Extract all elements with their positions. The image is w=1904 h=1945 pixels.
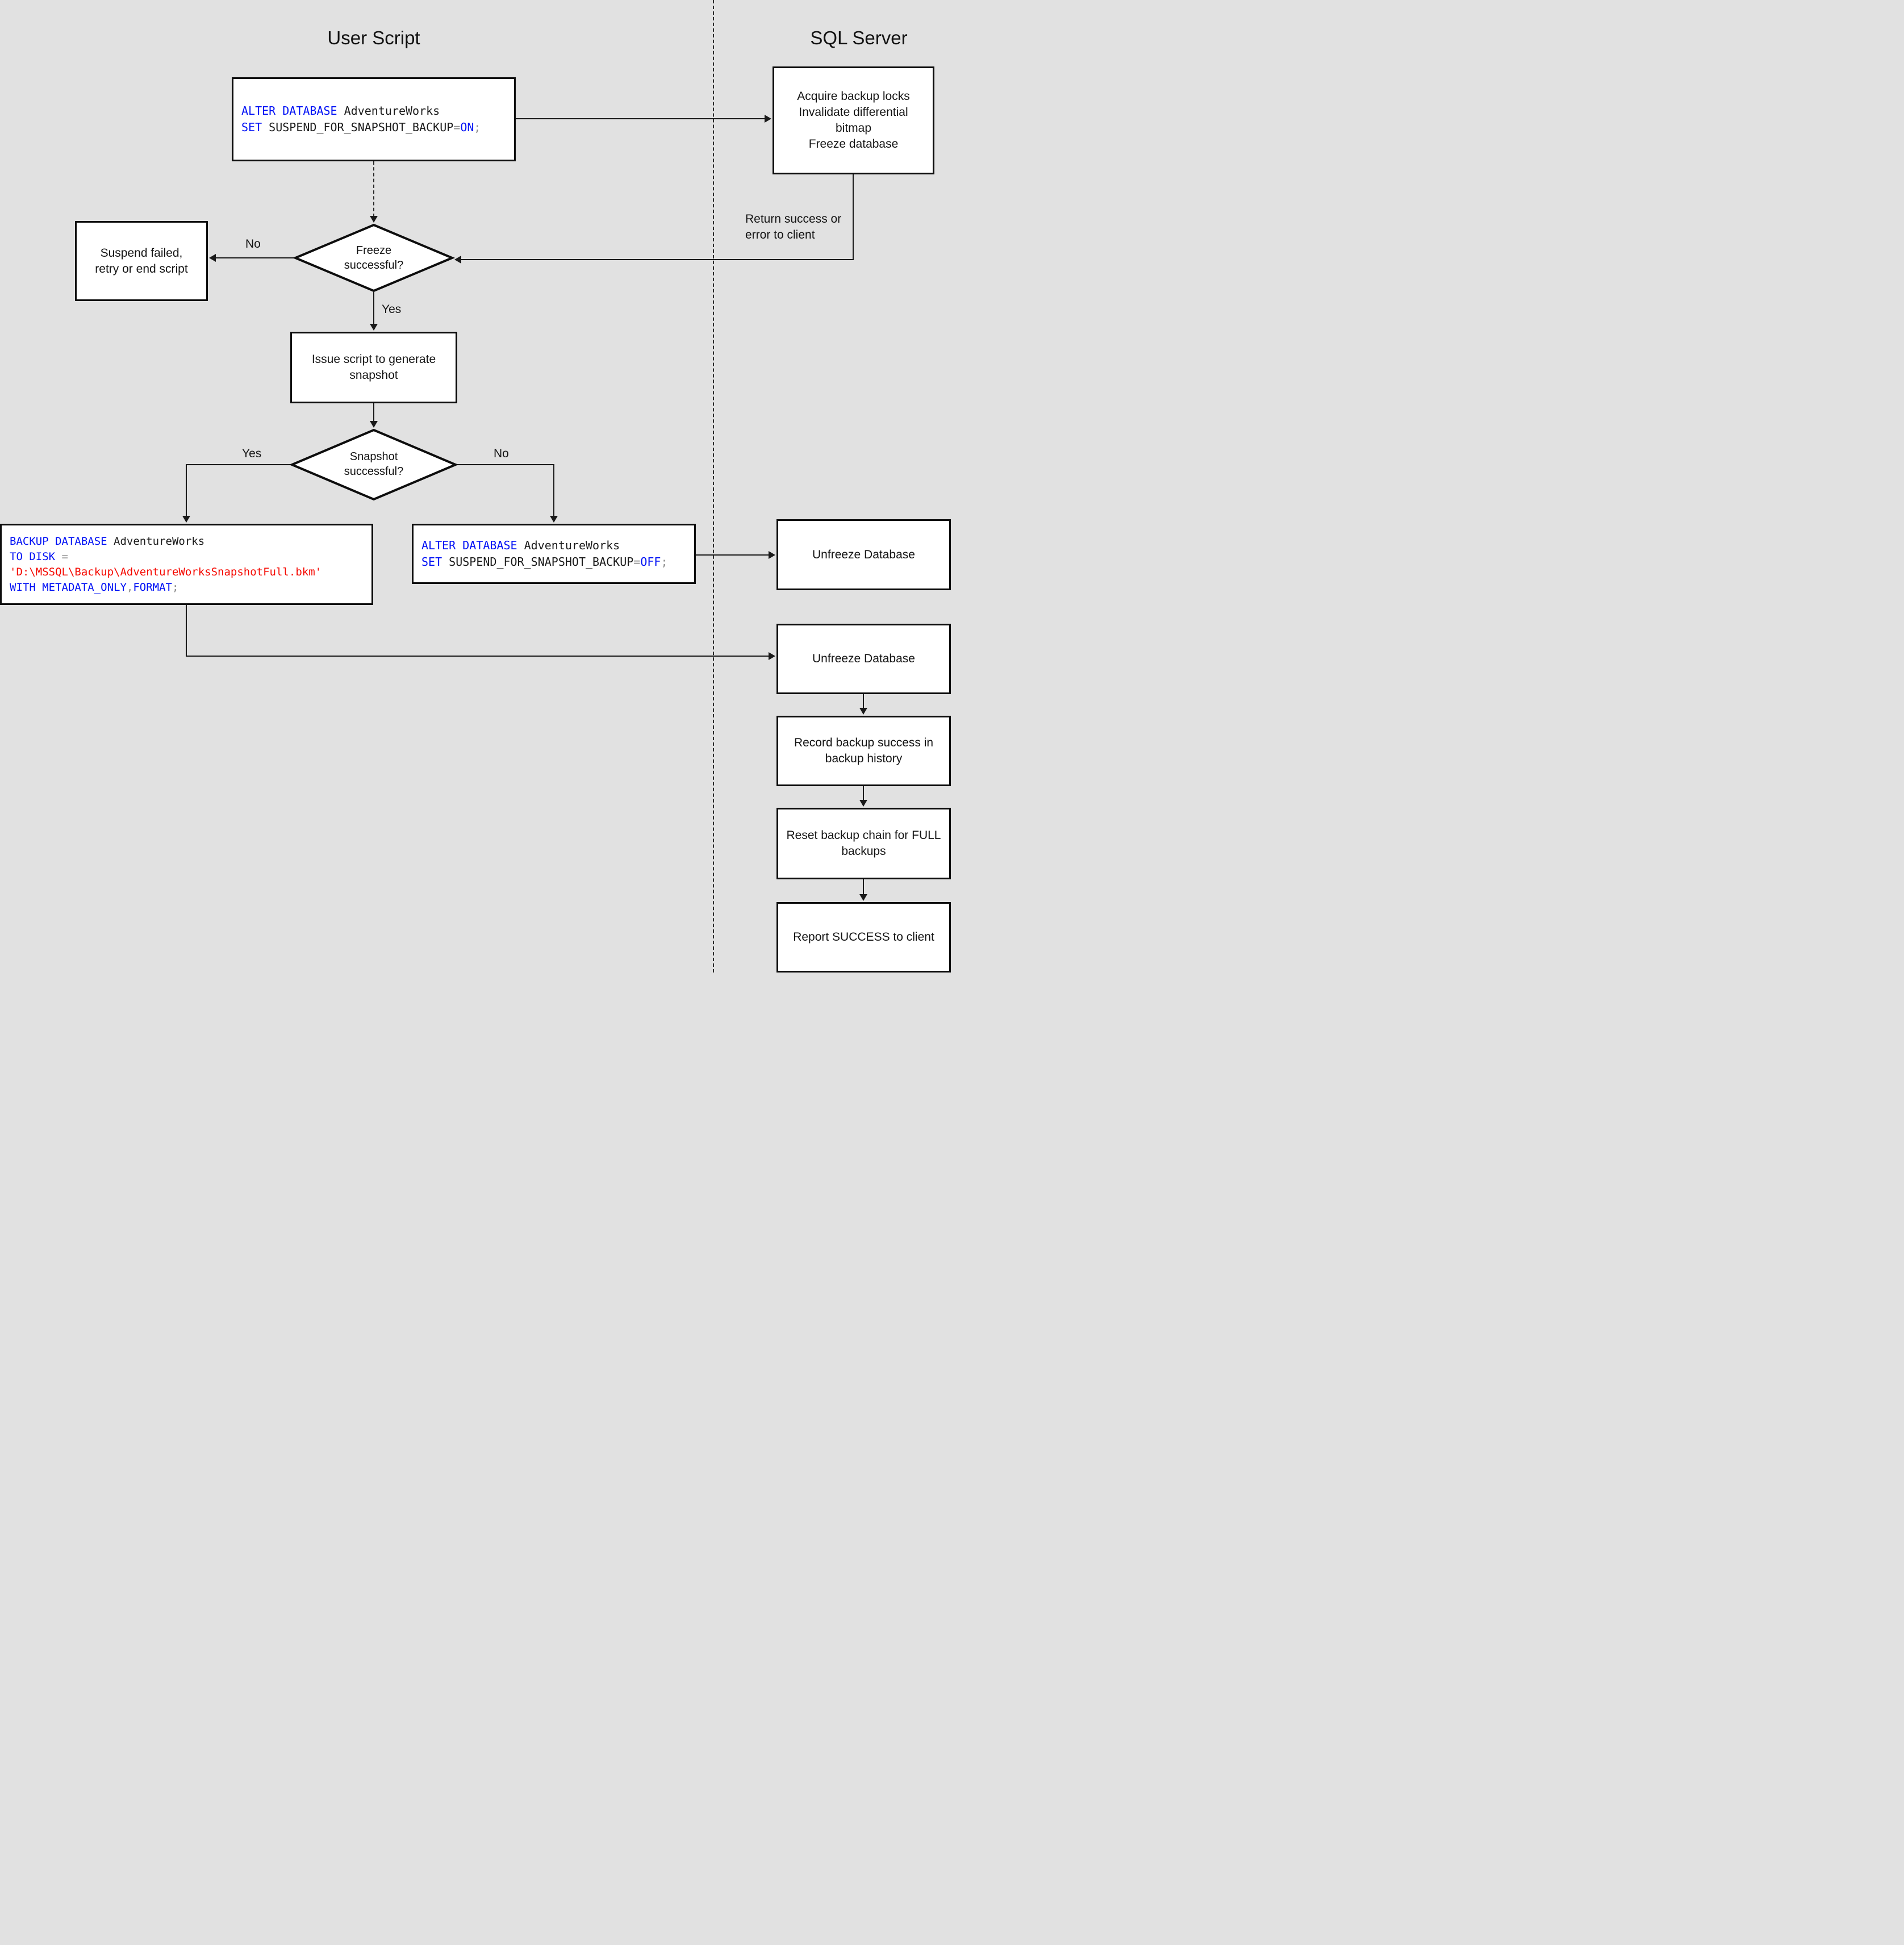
connector-freeze-yes: [373, 292, 374, 325]
connector-acquire-down: [853, 174, 854, 260]
arrowhead-into-issue: [370, 324, 378, 331]
freeze-no-label: No: [245, 237, 261, 251]
connector-suspendon-to-acquire: [516, 118, 766, 119]
arrowhead-into-suspendoff-code: [550, 516, 558, 523]
arrowhead-into-report: [859, 894, 867, 901]
diamond-snapshot-label: Snapshot successful?: [344, 450, 404, 478]
connector-record-to-reset: [863, 786, 864, 801]
column-title-user-script: User Script: [327, 27, 420, 48]
code-line: TO DISK =: [10, 550, 68, 563]
box-issue-script: Issue script to generate snapshot: [290, 332, 457, 403]
connector-snapshot-yes-h: [186, 464, 291, 465]
arrowhead-into-snapshot: [370, 421, 378, 428]
arrowhead-into-record: [859, 708, 867, 715]
return-success-note: Return success or error to client: [745, 212, 842, 241]
arrowhead-into-freeze-right: [454, 256, 461, 264]
code-line: 'D:\MSSQL\Backup\AdventureWorksSnapshotF…: [10, 565, 322, 578]
box-unfreeze-database-1: Unfreeze Database: [776, 519, 951, 590]
diamond-freeze-label: Freeze successful?: [344, 244, 404, 272]
connector-suspendoff-to-unfreeze1: [696, 554, 770, 556]
swimlane-divider: [713, 0, 714, 972]
connector-backup-to-unfreeze2: [186, 656, 770, 657]
diamond-snapshot-successful: [289, 428, 459, 501]
connector-backup-down: [186, 605, 187, 657]
code-line: ALTER DATABASE AdventureWorks: [421, 539, 620, 552]
arrowhead-into-unfreeze1: [769, 551, 775, 559]
connector-suspendon-to-freeze-dashed: [373, 161, 374, 217]
connector-reset-to-report: [863, 879, 864, 895]
code-line: SET SUSPEND_FOR_SNAPSHOT_BACKUP=ON;: [241, 120, 481, 134]
box-record-backup-history: Record backup success in backup history: [776, 716, 951, 786]
code-line: BACKUP DATABASE AdventureWorks: [10, 535, 205, 548]
connector-snapshot-yes-v: [186, 464, 187, 517]
flowchart-canvas: User Script SQL Server ALTER DATABASE Ad…: [0, 0, 952, 972]
arrowhead-into-reset: [859, 800, 867, 807]
code-line: SET SUSPEND_FOR_SNAPSHOT_BACKUP=OFF;: [421, 555, 668, 569]
connector-issue-to-snapshot: [373, 403, 374, 422]
box-reset-backup-chain: Reset backup chain for FULL backups: [776, 808, 951, 879]
connector-freeze-no: [214, 257, 294, 258]
code-line: WITH METADATA_ONLY,FORMAT;: [10, 581, 179, 594]
arrowhead-into-unfreeze2: [769, 652, 775, 660]
connector-snapshot-no-h: [457, 464, 554, 465]
code-box-backup-database: BACKUP DATABASE AdventureWorks TO DISK = '…: [0, 524, 373, 605]
arrowhead-into-suspend-failed: [209, 254, 216, 262]
freeze-yes-label: Yes: [382, 303, 402, 316]
arrowhead-into-acquire: [765, 115, 771, 123]
box-suspend-failed: Suspend failed, retry or end script: [75, 221, 208, 301]
box-unfreeze-database-2: Unfreeze Database: [776, 624, 951, 694]
arrowhead-into-freeze-top: [370, 216, 378, 223]
snapshot-no-label: No: [494, 447, 509, 460]
column-title-sql-server: SQL Server: [810, 27, 908, 48]
connector-return-to-freeze: [460, 259, 854, 260]
box-report-success: Report SUCCESS to client: [776, 902, 951, 972]
box-acquire-locks: Acquire backup locks Invalidate differen…: [773, 66, 934, 174]
diamond-freeze-successful: [292, 223, 456, 293]
connector-unfreeze2-to-record: [863, 694, 864, 709]
arrowhead-into-backup-code: [182, 516, 190, 523]
code-line: ALTER DATABASE AdventureWorks: [241, 104, 440, 118]
connector-snapshot-no-v: [553, 464, 554, 517]
snapshot-yes-label: Yes: [242, 447, 262, 460]
